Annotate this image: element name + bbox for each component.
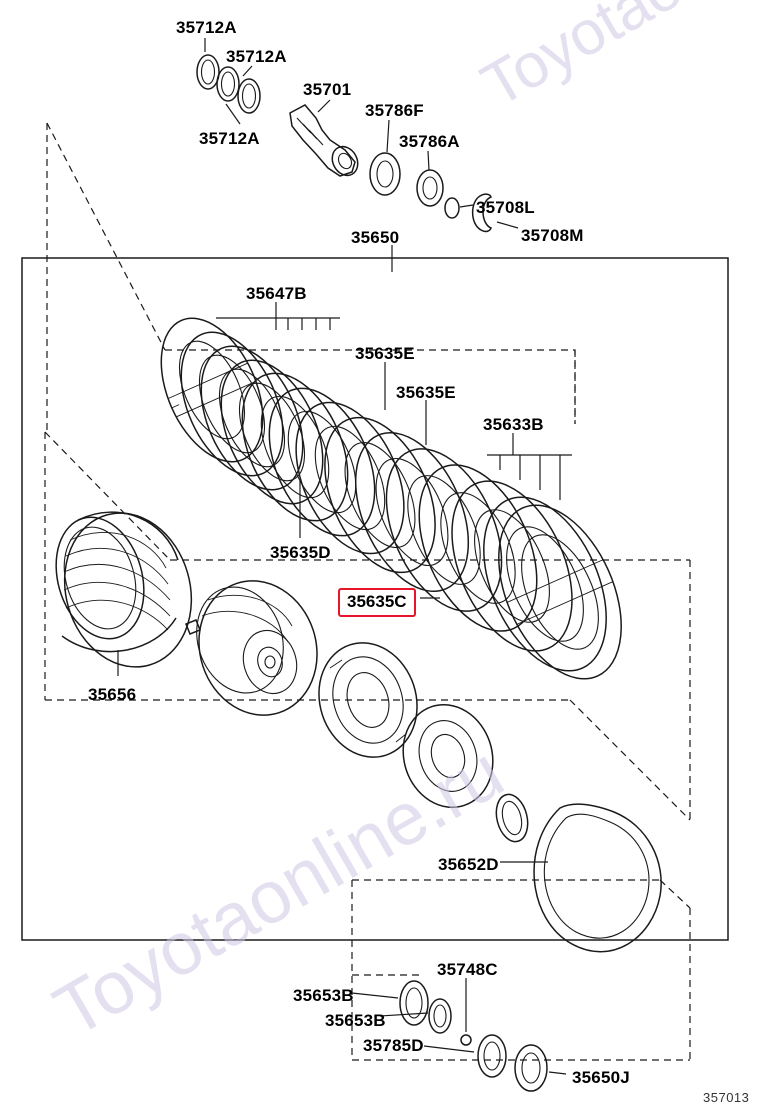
part-label-35635d: 35635D — [270, 543, 331, 562]
part-35708m-snapring — [471, 193, 519, 233]
part-35653b-rings — [351, 980, 452, 1034]
part-planetary-hub — [185, 580, 318, 716]
part-label-35656: 35656 — [88, 685, 137, 704]
part-35785d-ring — [423, 1034, 507, 1078]
part-35650j-ring — [514, 1044, 567, 1092]
drawing-code: 357013 — [703, 1090, 750, 1105]
part-label-35650j: 35650J — [572, 1068, 630, 1087]
part-label-35633b: 35633B — [483, 415, 544, 434]
part-small-ring — [495, 793, 529, 843]
part-label-35708m: 35708M — [521, 226, 584, 245]
part-label-35786a: 35786A — [399, 132, 460, 151]
part-label-35635e-1: 35635E — [355, 344, 415, 363]
part-label-35712a-3: 35712A — [199, 129, 260, 148]
part-35652d-snapring — [500, 803, 662, 953]
part-label-35652d: 35652D — [438, 855, 499, 874]
part-label-35701: 35701 — [303, 80, 352, 99]
part-35701-shaft — [289, 99, 359, 177]
part-label-35653b-1: 35653B — [293, 986, 354, 1005]
part-label-35708l: 35708L — [476, 198, 535, 217]
part-label-35647b: 35647B — [246, 284, 307, 303]
part-label-35653b-2: 35653B — [325, 1011, 386, 1030]
part-label-35650: 35650 — [351, 228, 400, 247]
group-outline-middle-dashed — [44, 431, 691, 821]
part-label-35786f: 35786F — [365, 101, 424, 120]
part-label-35748c: 35748C — [437, 960, 498, 979]
part-35712a-rings — [196, 38, 261, 125]
part-35656-drum — [55, 511, 193, 676]
group-outline-upper-dashed — [46, 122, 576, 430]
part-label-35712a-2: 35712A — [226, 47, 287, 66]
part-35748c-ball — [460, 978, 472, 1046]
group-outline-main — [21, 257, 729, 941]
part-label-35635e-2: 35635E — [396, 383, 456, 402]
part-35786f-washer — [369, 119, 401, 196]
part-35708l-ring — [444, 197, 474, 219]
part-return-spring-plate — [402, 703, 494, 809]
highlighted-part-label-35635c[interactable]: 35635C — [338, 588, 416, 617]
part-piston-plate — [318, 642, 418, 758]
part-label-35785d: 35785D — [363, 1036, 424, 1055]
clutch-disc-stack — [160, 302, 622, 680]
group-outline-lower-dashed — [351, 879, 691, 1061]
part-35786a-washer — [416, 150, 444, 207]
part-label-35712a-1: 35712A — [176, 18, 237, 37]
